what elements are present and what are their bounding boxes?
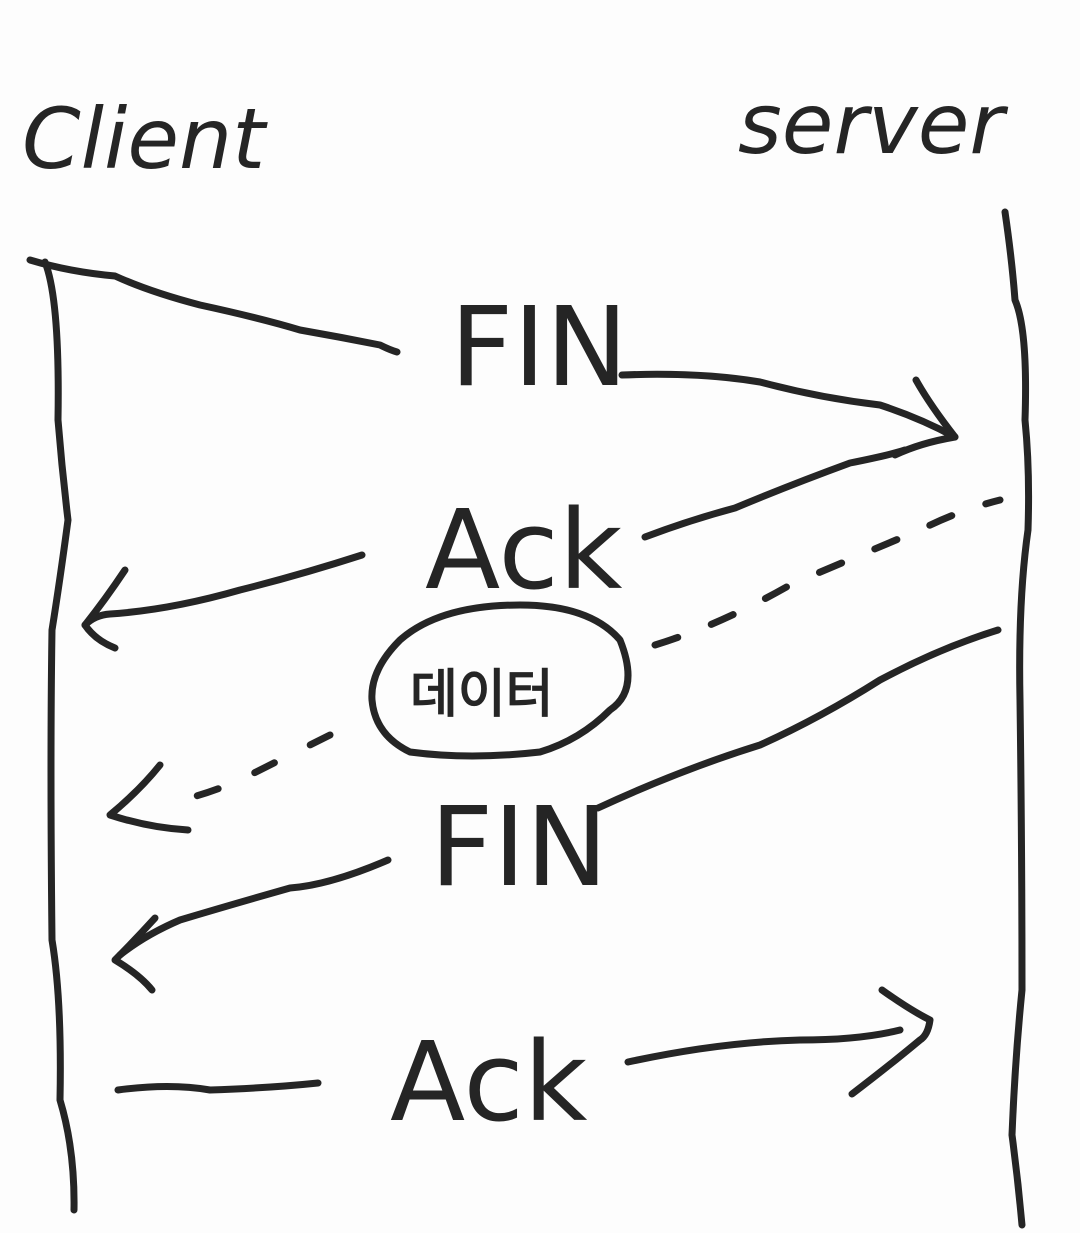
data-label: 데이터 (410, 665, 554, 725)
data-arrow-right-dashes (651, 496, 1004, 649)
ack-arrow-right-segment-2 (624, 1026, 904, 1066)
fin-arrowhead-1 (891, 376, 959, 459)
fin-arrow-right-segment (618, 370, 959, 441)
data-arrowhead (106, 761, 192, 834)
fin-arrowhead-2 (111, 914, 159, 994)
server-lifeline (1001, 208, 1033, 1229)
ack-arrowhead-1 (81, 566, 129, 652)
ack-arrow-left-segment (81, 551, 366, 629)
ack-arrow-left-segment-2 (114, 1079, 322, 1094)
ack-label-2: Ack (390, 1018, 588, 1146)
client-label: Client (22, 90, 268, 188)
server-label: server (738, 75, 1008, 173)
fin-arrow-left-segment (26, 256, 401, 356)
data-arrow-left-dashes (176, 731, 334, 804)
ack-arrow-right-segment (641, 446, 909, 541)
client-lifeline (41, 258, 78, 1214)
fin-label-2: FIN (430, 783, 608, 911)
data-circle (368, 601, 632, 760)
ack-label-1: Ack (425, 486, 623, 614)
fin-arrow-right-segment-2 (594, 626, 1002, 812)
ack-arrowhead-2 (848, 986, 934, 1098)
fin-arrow-left-segment-2 (116, 856, 392, 959)
fin-label-1: FIN (450, 283, 628, 411)
